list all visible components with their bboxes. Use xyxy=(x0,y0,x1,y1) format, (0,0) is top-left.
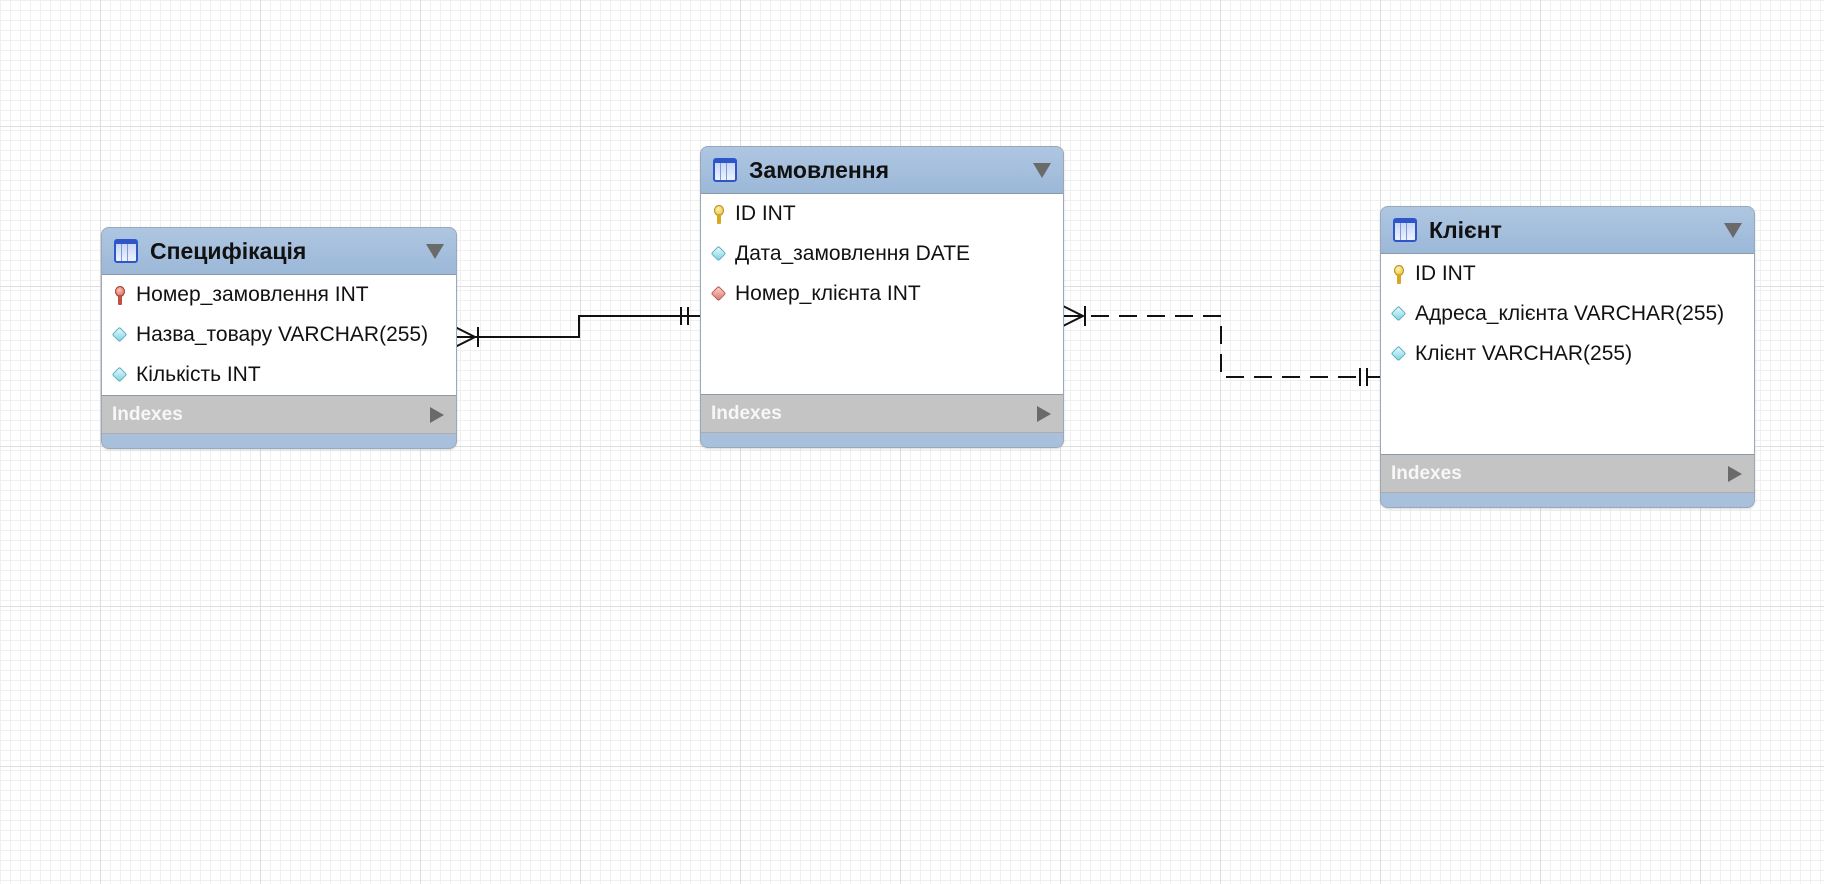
indexes-section[interactable]: Indexes xyxy=(102,396,456,434)
entity-title: Замовлення xyxy=(749,156,890,183)
primary-key-icon xyxy=(711,203,727,225)
column-list: ID INT Адреса_клієнта VARCHAR(255) Клієн… xyxy=(1381,253,1754,455)
indexes-section[interactable]: Indexes xyxy=(1381,455,1754,493)
relationship-specification-order[interactable] xyxy=(454,307,700,348)
expand-triangle-icon[interactable] xyxy=(1037,405,1051,422)
column-list: Номер_замовлення INT Назва_товару VARCHA… xyxy=(102,274,456,396)
entity-order[interactable]: Замовлення ID INT Дата_замовлення DATE Н… xyxy=(700,146,1064,448)
column-label: Номер_замовлення INT xyxy=(136,283,369,306)
relationship-order-client[interactable] xyxy=(1062,305,1380,386)
entity-header[interactable]: Замовлення xyxy=(701,147,1063,193)
entity-footer xyxy=(701,433,1063,447)
column-label: Дата_замовлення DATE xyxy=(735,242,971,265)
table-icon xyxy=(1393,218,1417,242)
column-row[interactable]: ID INT xyxy=(701,194,1063,234)
primary-foreign-key-icon xyxy=(112,284,128,306)
collapse-triangle-icon[interactable] xyxy=(426,243,444,259)
expand-triangle-icon[interactable] xyxy=(430,406,444,423)
column-diamond-icon xyxy=(112,364,128,386)
column-diamond-icon xyxy=(1391,343,1407,365)
empty-column-area xyxy=(701,314,1063,394)
entity-client[interactable]: Клієнт ID INT Адреса_клієнта VARCHAR(255… xyxy=(1380,206,1755,508)
indexes-label: Indexes xyxy=(1391,462,1462,484)
column-label: Кількість INT xyxy=(136,363,261,386)
collapse-triangle-icon[interactable] xyxy=(1033,162,1051,178)
column-row[interactable]: Номер_замовлення INT xyxy=(102,275,456,315)
table-icon xyxy=(713,158,737,182)
foreign-key-diamond-icon xyxy=(711,283,727,305)
column-label: Клієнт VARCHAR(255) xyxy=(1415,342,1633,365)
indexes-section[interactable]: Indexes xyxy=(701,395,1063,433)
column-row[interactable]: Адреса_клієнта VARCHAR(255) xyxy=(1381,294,1754,334)
column-list: ID INT Дата_замовлення DATE Номер_клієнт… xyxy=(701,193,1063,395)
entity-specification[interactable]: Специфікація Номер_замовлення INT Назва_… xyxy=(101,227,457,449)
column-label: ID INT xyxy=(1415,262,1476,285)
entity-header[interactable]: Клієнт xyxy=(1381,207,1754,253)
entity-title: Клієнт xyxy=(1429,216,1502,243)
entity-title: Специфікація xyxy=(150,237,307,264)
column-diamond-icon xyxy=(112,324,128,346)
column-diamond-icon xyxy=(711,243,727,265)
collapse-triangle-icon[interactable] xyxy=(1724,222,1742,238)
entity-footer xyxy=(1381,493,1754,507)
table-icon xyxy=(114,239,138,263)
empty-column-area xyxy=(1381,374,1754,454)
primary-key-icon xyxy=(1391,263,1407,285)
column-row[interactable]: Назва_товару VARCHAR(255) xyxy=(102,315,456,355)
column-label: Адреса_клієнта VARCHAR(255) xyxy=(1415,302,1725,325)
column-row[interactable]: Дата_замовлення DATE xyxy=(701,234,1063,274)
entity-header[interactable]: Специфікація xyxy=(102,228,456,274)
column-row[interactable]: Номер_клієнта INT xyxy=(701,274,1063,314)
column-row[interactable]: Кількість INT xyxy=(102,355,456,395)
column-label: Номер_клієнта INT xyxy=(735,282,921,305)
column-diamond-icon xyxy=(1391,303,1407,325)
column-label: Назва_товару VARCHAR(255) xyxy=(136,323,429,346)
indexes-label: Indexes xyxy=(711,402,782,424)
indexes-label: Indexes xyxy=(112,403,183,425)
expand-triangle-icon[interactable] xyxy=(1728,465,1742,482)
column-row[interactable]: Клієнт VARCHAR(255) xyxy=(1381,334,1754,374)
column-label: ID INT xyxy=(735,202,796,225)
entity-footer xyxy=(102,434,456,448)
column-row[interactable]: ID INT xyxy=(1381,254,1754,294)
